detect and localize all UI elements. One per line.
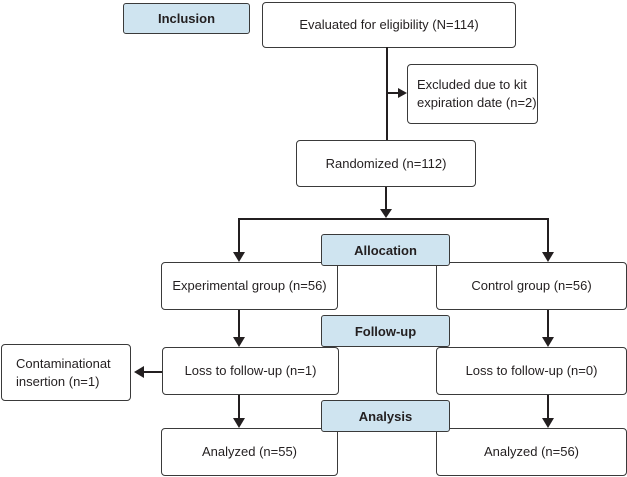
box-excluded: Excluded due to kit expiration date (n=2… [407,64,538,124]
arrowhead-control [542,252,554,262]
box-loss-to-follow-up-experimental: Loss to follow-up (n=1) [162,347,339,395]
box-loss-to-follow-up-control: Loss to follow-up (n=0) [436,347,627,395]
arrowhead-loss-experimental [233,337,245,347]
arrowhead-experimental [233,252,245,262]
box-analyzed-control: Analyzed (n=56) [436,428,627,476]
arrowhead-analyzed-control [542,418,554,428]
box-randomized: Randomized (n=112) [296,140,476,187]
arrowhead-excluded [398,88,407,98]
box-analyzed-experimental: Analyzed (n=55) [161,428,338,476]
arrowhead-analyzed-experimental [233,418,245,428]
box-control-group: Control group (n=56) [436,262,627,310]
arrowhead-loss-control [542,337,554,347]
box-experimental-group: Experimental group (n=56) [161,262,338,310]
arrowhead-randomized [380,209,392,218]
arrowhead-contamination [134,366,144,378]
stage-allocation: Allocation [321,234,450,266]
box-contamination: Contaminationat insertion (n=1) [1,344,131,401]
box-evaluated-for-eligibility: Evaluated for eligibility (N=114) [262,2,516,48]
stage-analysis: Analysis [321,400,450,432]
stage-follow-up: Follow-up [321,315,450,347]
stage-inclusion: Inclusion [123,3,250,34]
